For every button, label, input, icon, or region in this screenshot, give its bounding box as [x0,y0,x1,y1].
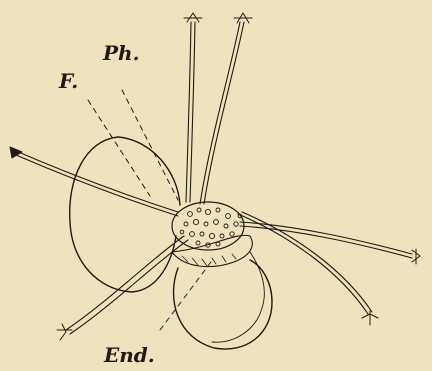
tentacle-tip-up-right [234,13,252,23]
tentacle-tip-lower-right [362,311,378,325]
label-f: F. [58,69,78,93]
tentacle-tip-lower-left [57,324,72,340]
endoderm-mass [172,235,252,266]
label-end: End. [103,343,155,367]
tentacle-upper-left [16,151,178,216]
lower-sac [174,260,273,349]
tentacle-tip-up-left [184,13,202,22]
pharynx-granules [180,208,242,247]
leader-ph [122,90,178,200]
tentacle-up-left [186,22,195,202]
label-ph: Ph. [102,41,140,65]
leader-end [160,258,214,330]
tentacle-lower-left [66,236,188,334]
tentacle-up-right [200,22,244,204]
upper-sac [70,137,180,292]
tentacle-tip-right [412,249,420,264]
leader-f [88,100,150,196]
